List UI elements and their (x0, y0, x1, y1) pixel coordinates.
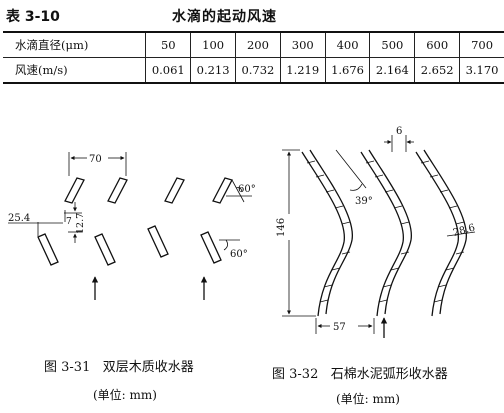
cell-speed: 2.164 (369, 57, 415, 84)
figure-32-dimensions (282, 135, 476, 334)
slat-top (64, 177, 85, 204)
dim-angle-60-bottom: 60° (230, 249, 248, 260)
dim-angle-60-top: 60° (238, 184, 256, 195)
startup-speed-table: 水滴直径(μm) 50 100 200 300 400 500 600 700 … (3, 31, 504, 84)
figure-32-drawing (301, 149, 467, 338)
figure-32-caption: 图 3-32 石棉水泥弧形收水器 (272, 367, 448, 382)
figure-31-drawing (37, 177, 233, 300)
cell-speed: 1.676 (324, 57, 370, 84)
dim-thickness-6: 6 (396, 126, 402, 137)
arc-blade (415, 149, 467, 317)
cell-diameter: 600 (414, 31, 460, 58)
arc-blade (360, 149, 412, 317)
cell-speed: 3.170 (459, 57, 504, 84)
blade-segments (306, 160, 465, 303)
cell-speed: 0.732 (235, 57, 281, 84)
cell-speed: 0.061 (145, 57, 191, 84)
figure-31-caption: 图 3-31 双层木质收水器 (44, 360, 194, 375)
figure-31-dimensions (8, 152, 252, 251)
dim-thickness-12-7: 12.7 (75, 213, 86, 234)
table-title: 水滴的起动风速 (172, 9, 277, 25)
cell-diameter: 400 (324, 31, 370, 58)
row-label-diameter: 水滴直径(μm) (3, 31, 146, 58)
slat-top (164, 177, 185, 204)
arc-blade (301, 149, 353, 317)
dim-radius-28-6: 28.6 (452, 223, 476, 239)
cell-diameter: 500 (369, 31, 415, 58)
dim-height-146: 146 (276, 218, 287, 237)
slat-bottom (37, 233, 59, 266)
cell-diameter: 300 (279, 31, 326, 58)
slat-top (212, 177, 233, 204)
dim-angle-39: 39° (355, 196, 373, 207)
table-row-speed: 风速(m/s) 0.061 0.213 0.732 1.219 1.676 2.… (3, 57, 504, 84)
cell-diameter: 700 (459, 31, 504, 58)
cell-speed: 1.219 (279, 57, 326, 84)
cell-diameter: 50 (145, 31, 191, 58)
dim-gap-7: 7 (66, 217, 72, 227)
table-number: 表 3-10 (6, 9, 60, 25)
figure-31-unit: (单位: mm) (93, 388, 157, 402)
slat-bottom (200, 231, 222, 264)
dim-pitch-57: 57 (333, 322, 346, 333)
slat-bottom (94, 233, 116, 266)
table-row-diameter: 水滴直径(μm) 50 100 200 300 400 500 600 700 (3, 31, 504, 58)
slat-top (107, 177, 128, 204)
dim-overlap-25-4: 25.4 (8, 213, 30, 224)
cell-speed: 0.213 (190, 57, 236, 84)
cell-diameter: 100 (190, 31, 236, 58)
cell-speed: 2.652 (414, 57, 460, 84)
dim-pitch-70: 70 (89, 154, 102, 165)
row-label-speed: 风速(m/s) (3, 57, 146, 84)
cell-diameter: 200 (235, 31, 281, 58)
slat-bottom (147, 225, 169, 258)
figure-32-unit: (单位: mm) (336, 392, 400, 406)
